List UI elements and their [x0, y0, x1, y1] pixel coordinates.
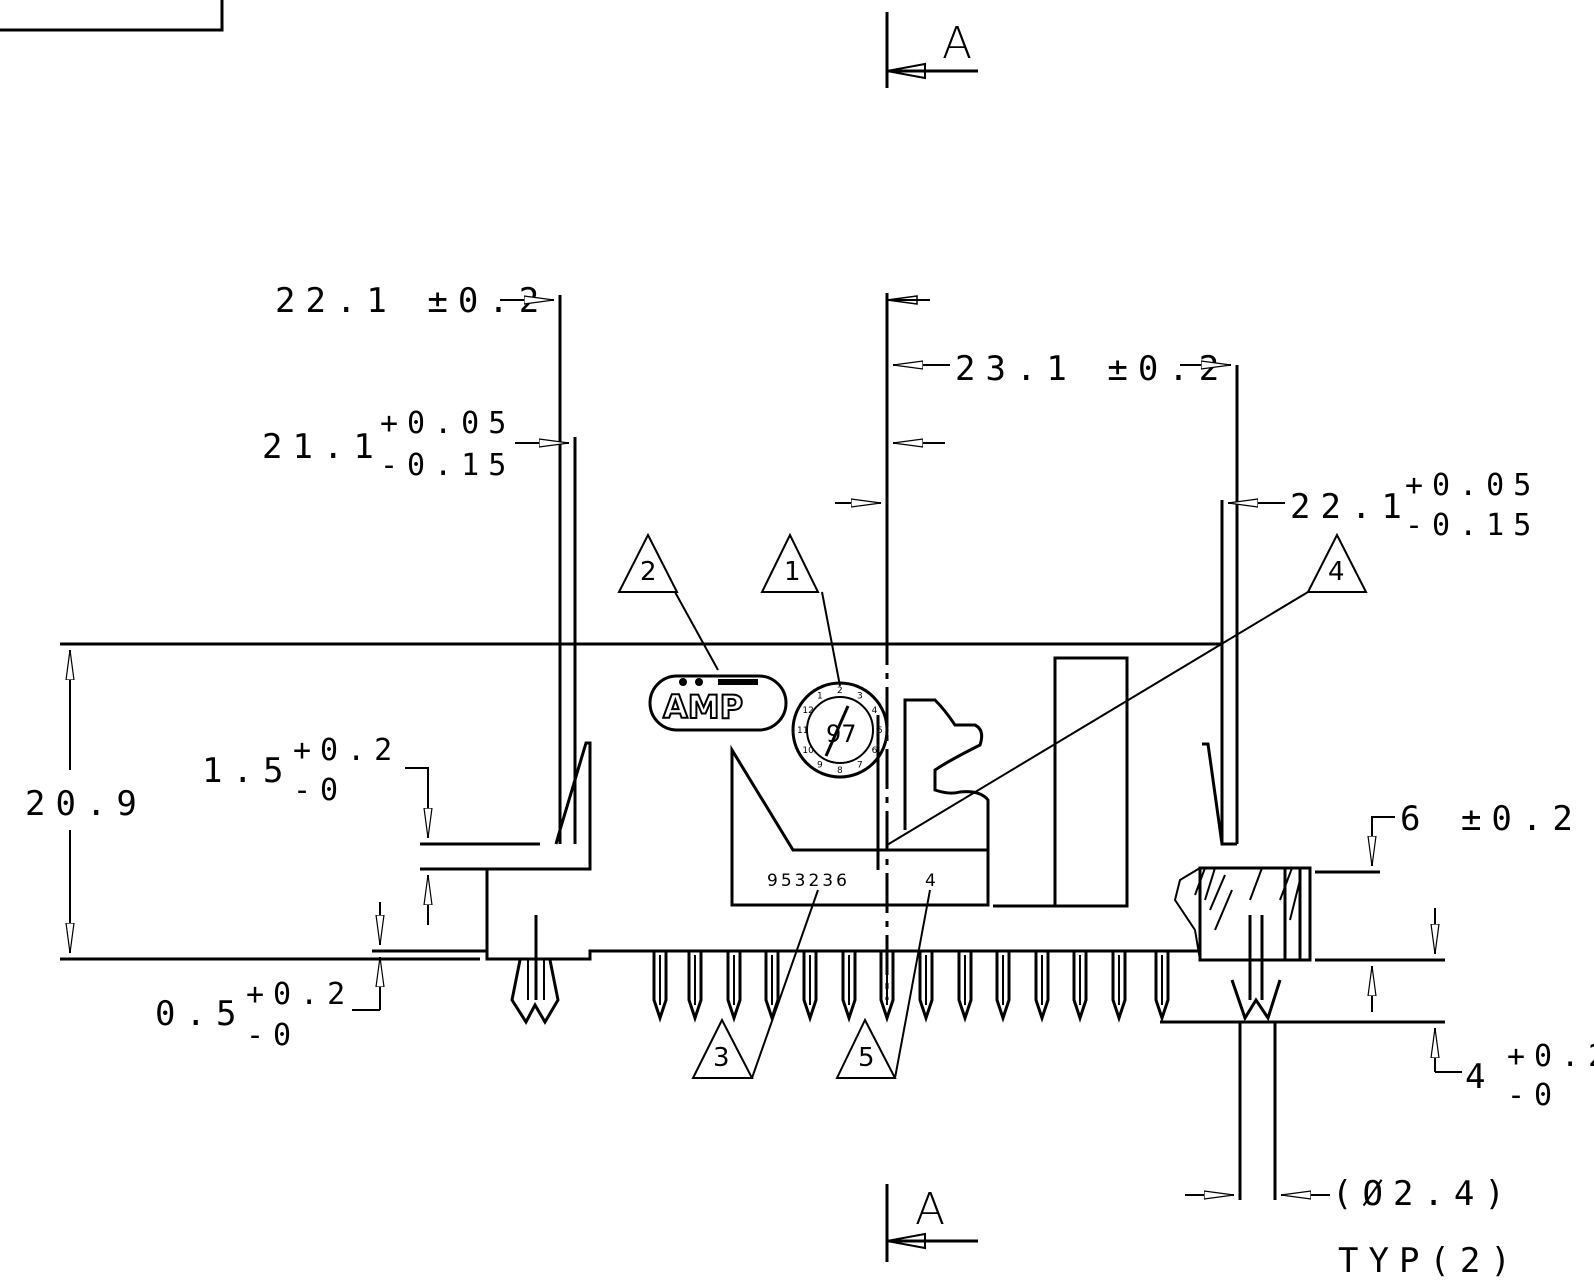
- pin: [1111, 951, 1127, 1023]
- dimension-22-1-right-nominal: 22.1: [1290, 487, 1412, 527]
- dimension-diameter: (Ø2.4) TYP(2): [1185, 1174, 1521, 1281]
- dial-number: 11: [797, 726, 808, 736]
- title-block-corner: [0, 0, 224, 32]
- dimension-diameter-text: (Ø2.4): [1332, 1174, 1515, 1214]
- pin: [764, 951, 780, 1023]
- connector-body: [60, 295, 1445, 1200]
- dimension-21-1-nominal: 21.1: [262, 427, 384, 467]
- dimension-23-1: 23.1 ±0.2: [893, 349, 1231, 389]
- pin: [995, 951, 1011, 1023]
- dimension-1-5-nominal: 1.5: [202, 751, 293, 791]
- dimension-4-plus: +0.2: [1507, 1039, 1594, 1074]
- dimension-20-9-text: 20.9: [25, 784, 147, 824]
- dimension-22-1-left: 22.1 ±0.2: [275, 281, 930, 321]
- dial-number: 2: [837, 686, 843, 696]
- pin: [1072, 951, 1088, 1023]
- pin-row: [652, 951, 1170, 1023]
- dial-number: 7: [857, 761, 863, 771]
- dial-number: 12: [802, 706, 813, 716]
- flag-note-2-text: 2: [640, 557, 657, 587]
- pin: [841, 951, 857, 1023]
- amp-logo-text: AMP: [663, 688, 743, 726]
- amp-logo: AMP: [648, 674, 788, 732]
- pin: [1154, 951, 1170, 1023]
- board-lock-left: [510, 915, 560, 1025]
- dimension-21-1: 21.1 +0.05 -0.15: [262, 406, 945, 483]
- dimension-21-1-plus: +0.05: [380, 406, 515, 441]
- dimension-21-1-minus: -0.15: [380, 448, 515, 483]
- dial-number: 10: [802, 746, 814, 756]
- section-letter-bottom: A: [915, 1184, 945, 1235]
- dimension-1-5-plus: +0.2: [293, 733, 401, 768]
- section-mark-bottom: A: [885, 1184, 978, 1262]
- dimension-22-1-right: 22.1 +0.05 -0.15: [835, 468, 1540, 543]
- flag-note-5-text: 5: [858, 1043, 875, 1073]
- typ-note: TYP(2): [1338, 1241, 1521, 1281]
- dimension-6-text: 6 ±0.2: [1400, 799, 1583, 839]
- dimension-6: 6 ±0.2: [1372, 799, 1583, 1012]
- dimension-20-9: 20.9: [25, 650, 147, 953]
- dial-number: 4: [872, 706, 878, 716]
- pin: [802, 951, 818, 1023]
- pin: [1034, 951, 1050, 1023]
- revision-label: 4: [925, 871, 939, 891]
- flag-note-4: 4: [886, 532, 1368, 846]
- flag-note-3-text: 3: [713, 1043, 730, 1073]
- dimension-1-5-minus: -0: [293, 773, 347, 808]
- section-mark-top: A: [885, 12, 978, 88]
- dimension-4-nominal: 4: [1465, 1057, 1495, 1097]
- pin: [726, 951, 742, 1023]
- dimension-23-1-text: 23.1 ±0.2: [955, 349, 1229, 389]
- dimension-4-minus: -0: [1507, 1078, 1561, 1113]
- dimension-1-5: 1.5 +0.2 -0: [202, 733, 428, 925]
- dimension-0-5-nominal: 0.5: [155, 994, 246, 1034]
- dial-number: 5: [877, 726, 883, 736]
- dimension-4: 4 +0.2 -0: [1435, 1028, 1594, 1113]
- flag-note-1-text: 1: [784, 557, 801, 587]
- dial-number: 9: [817, 761, 823, 771]
- dial-number: 1: [817, 691, 823, 701]
- flag-note-2: 2: [617, 532, 719, 671]
- dimension-22-1-left-text: 22.1 ±0.2: [275, 281, 549, 321]
- dimension-0-5-minus: -0: [246, 1018, 300, 1053]
- flag-note-3: 3: [691, 889, 819, 1079]
- dial-number: 6: [872, 746, 878, 756]
- pin: [918, 951, 934, 1023]
- flag-note-4-text: 4: [1328, 557, 1345, 587]
- dial-number: 3: [857, 691, 863, 701]
- dimension-22-1-right-plus: +0.05: [1405, 468, 1540, 503]
- pin: [879, 951, 895, 1023]
- pin: [652, 951, 668, 1023]
- dimension-0-5-plus: +0.2: [246, 977, 354, 1012]
- flag-note-5: 5: [835, 889, 931, 1079]
- flag-note-1: 1: [760, 532, 841, 687]
- dimension-0-5: 0.5 +0.2 -0: [155, 902, 380, 1053]
- part-number-label: 953236: [767, 871, 850, 891]
- section-letter-top: A: [942, 18, 972, 69]
- dimension-22-1-right-minus: -0.15: [1405, 508, 1540, 543]
- pin: [687, 951, 703, 1023]
- dial-number: 8: [837, 766, 843, 776]
- pin: [957, 951, 973, 1023]
